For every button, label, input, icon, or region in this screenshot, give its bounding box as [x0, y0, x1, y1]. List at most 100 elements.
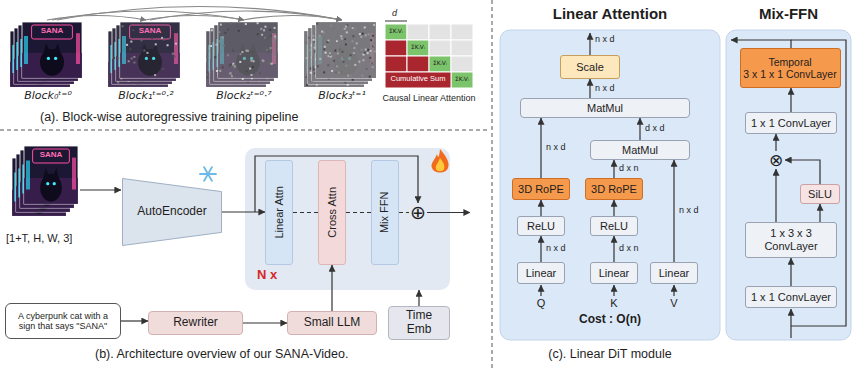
cumulative-sum-label: Cumulative Sum	[385, 75, 451, 84]
noise-dot	[154, 74, 156, 76]
noise-dot	[206, 76, 208, 78]
noise-dot	[175, 43, 177, 45]
noise-dot	[304, 41, 306, 43]
panel-heading: Linear Attention	[500, 5, 720, 22]
noise-dot	[341, 51, 343, 53]
box-label: A cyberpunk cat with a sign that says "S…	[9, 311, 117, 332]
subfigure-caption: (c). Linear DiT module	[530, 347, 690, 361]
neon-strip	[76, 33, 80, 64]
flow-arrow	[589, 79, 590, 98]
layer-block: Linear Attn	[265, 160, 293, 265]
noise-dot	[173, 55, 175, 57]
op-box: MatMul	[520, 98, 690, 118]
noise-dot	[270, 47, 272, 49]
noise-dot	[359, 33, 361, 35]
noise-dot	[341, 57, 343, 59]
noise-dot	[344, 38, 346, 40]
noise-dot	[327, 40, 329, 42]
noise-dot	[335, 50, 337, 52]
noise-dot	[143, 50, 145, 52]
noise-dot	[354, 28, 356, 30]
noise-dot	[222, 66, 224, 68]
noise-dot	[312, 35, 314, 37]
noise-dot	[130, 41, 132, 43]
noise-dot	[117, 81, 119, 83]
flow-arrow	[243, 322, 287, 323]
noise-dot	[219, 40, 221, 42]
noise-dot	[268, 50, 270, 52]
dependency-arc	[57, 7, 342, 21]
op-box: Temporal3 x 1 x 1 ConvLayer	[740, 48, 841, 88]
video-frame	[120, 22, 180, 78]
noise-dot	[274, 35, 276, 37]
cat-body	[40, 49, 64, 76]
flow-wire	[80, 189, 121, 190]
noise-dot	[267, 37, 269, 39]
noise-dot	[361, 75, 363, 77]
noise-dot	[257, 33, 259, 35]
noise-dot	[362, 59, 364, 61]
attention-cell	[429, 56, 451, 72]
noise-dot	[354, 64, 356, 66]
cell-formula: ΣKᵢVᵢ	[407, 44, 429, 51]
noise-dot	[230, 22, 232, 24]
noise-dot	[227, 28, 229, 30]
noise-dot	[234, 65, 236, 67]
noise-dot	[161, 37, 163, 39]
section-divider	[492, 0, 493, 368]
attention-cell	[385, 56, 407, 72]
flow-wire	[540, 285, 541, 296]
attention-cell	[429, 40, 451, 56]
noise-dot	[263, 29, 265, 31]
noise-dot	[252, 66, 254, 68]
noise-dot	[373, 74, 375, 76]
process-box: Small LLM	[287, 311, 377, 335]
box-label: Linear	[599, 267, 630, 280]
noise-dot	[327, 64, 329, 66]
dimension-label: n x d	[594, 34, 616, 44]
noise-dot	[353, 52, 355, 54]
attention-cell	[451, 24, 473, 40]
noise-dot	[364, 26, 366, 28]
neon-strip	[24, 36, 28, 64]
attention-cell	[451, 72, 473, 88]
noise-dot	[329, 52, 331, 54]
noise-dot	[345, 43, 347, 45]
noise-dot	[344, 28, 346, 30]
noise-dot	[366, 68, 368, 70]
prompt-box: A cyberpunk cat with a sign that says "S…	[5, 303, 121, 339]
noise-dot	[319, 35, 321, 37]
noise-dot	[322, 24, 324, 26]
cat-eye	[47, 57, 50, 60]
box-label: Cross Attn	[326, 187, 339, 238]
frame-background	[120, 22, 180, 78]
noise-dot	[113, 57, 115, 59]
video-frame	[218, 22, 278, 78]
noise-dot	[351, 27, 353, 29]
noise-dot	[214, 56, 216, 58]
noise-dot	[229, 72, 231, 74]
frame-background	[24, 146, 78, 204]
flow-arrow	[418, 290, 419, 306]
flow-arrow	[540, 200, 541, 216]
noise-dot	[253, 60, 255, 62]
noise-dot	[347, 65, 349, 67]
cat-eye	[53, 182, 56, 185]
noise-dot	[371, 62, 373, 64]
dimension-label: n x d	[545, 142, 567, 153]
noise-dot	[220, 24, 222, 26]
flow-arrow	[540, 236, 541, 262]
noise-dot	[363, 54, 365, 56]
noise-dot	[336, 41, 338, 43]
layer-block: Mix FFN	[371, 160, 399, 265]
noise-dot	[269, 29, 271, 31]
tensor-shape: [1+T, H, W, 3]	[6, 232, 72, 245]
noise-dot	[236, 25, 238, 27]
noise-dot	[273, 30, 275, 32]
noise-dot	[262, 60, 264, 62]
noise-dot	[330, 25, 332, 27]
frame-background	[218, 22, 278, 78]
noise-dot	[345, 25, 347, 27]
noise-dot	[373, 24, 375, 26]
